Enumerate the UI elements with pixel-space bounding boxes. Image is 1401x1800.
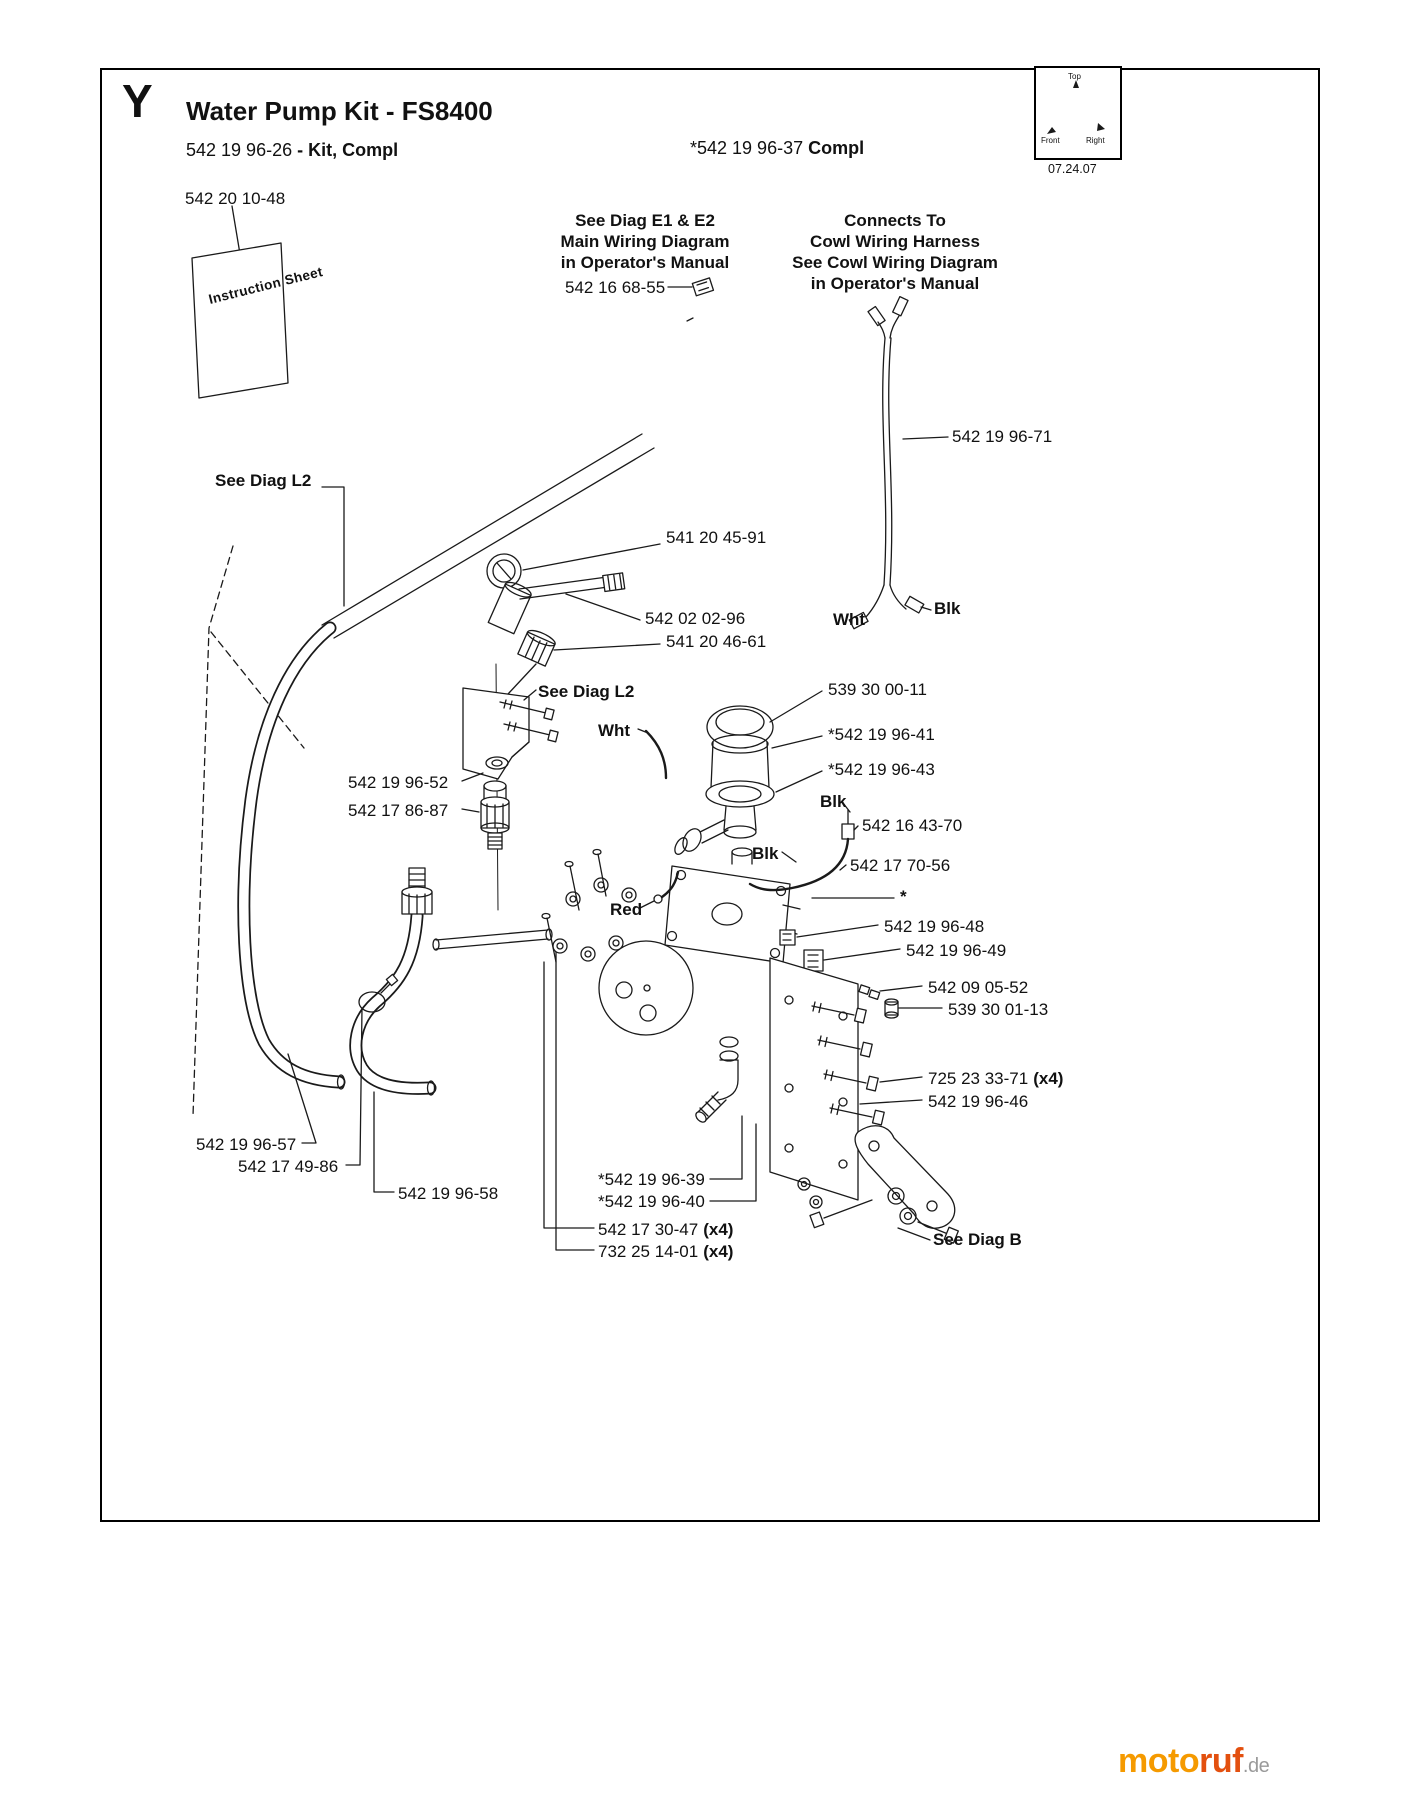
watermark-brand-a: moto [1118, 1742, 1200, 1780]
revision-date: 07.24.07 [1048, 162, 1097, 176]
watermark: motoruf.de [1118, 1742, 1270, 1781]
callout-wht-pump: Wht [598, 721, 631, 740]
callout-see-diag-l2-left: See Diag L2 [215, 471, 312, 490]
callout-red-wire: Red [610, 900, 643, 919]
strainer-assembly [674, 705, 775, 855]
wiring-note-line1: See Diag E1 & E2 [575, 211, 715, 230]
page-border [100, 68, 1320, 1522]
bolt-qty: (x4) [1033, 1069, 1064, 1088]
section-letter: Y [122, 75, 153, 127]
bolt-number: 725 23 33-71 [928, 1069, 1029, 1088]
swivel-assembly [486, 553, 626, 667]
part-label-tube-fitting: 542 02 02-96 [645, 609, 746, 628]
part-label-strainer-cap: 539 30 00-11 [828, 680, 927, 699]
connector-small-part [779, 929, 796, 946]
part-label-clip: 542 09 05-52 [928, 978, 1029, 997]
part-label-bracket: 542 19 96-52 [348, 773, 449, 792]
construction-lines [192, 545, 305, 1117]
long-hose [237, 621, 346, 1090]
compass-top-label: Top [1068, 72, 1081, 81]
watermark-tld: .de [1242, 1755, 1270, 1777]
wiring-note-line3: in Operator's Manual [560, 253, 730, 273]
kit-number: 542 19 96-26 [186, 140, 293, 160]
washer-number: 732 25 14-01 [598, 1242, 699, 1261]
kit-suffix: - Kit, Compl [297, 140, 399, 160]
part-label-strainer-top: *542 19 96-41 [828, 725, 935, 744]
cowl-note-line2: Cowl Wiring Harness [810, 232, 980, 252]
part-label-swivel: 541 20 45-91 [666, 528, 767, 547]
part-label-wiring-connector: 542 16 68-55 [565, 278, 666, 297]
mounting-plate-part [769, 957, 859, 1201]
short-hose [349, 867, 437, 1096]
callout-blk-terminal: Blk [820, 792, 847, 811]
clip-part [858, 984, 881, 1000]
callout-blk-harness: Blk [934, 599, 961, 618]
part-label-hose-coupling: 542 17 86-87 [348, 801, 449, 820]
part-label-instruction-sheet: 542 20 10-48 [185, 189, 286, 208]
part-label-washer: 732 25 14-01(x4) [598, 1241, 733, 1262]
bracket-assembly [461, 663, 559, 911]
red-wire-part [653, 870, 680, 904]
upper-tube [321, 433, 655, 695]
part-label-strainer-bowl: *542 19 96-43 [828, 760, 935, 779]
alt-kit-number: *542 19 96-37 [690, 138, 804, 158]
part-label-screw: 542 17 30-47(x4) [598, 1219, 733, 1240]
wht-wire-part [644, 729, 668, 780]
page-title: Water Pump Kit - FS8400 [186, 96, 493, 126]
elbow-fitting [695, 1036, 739, 1123]
cap-nut-part [884, 998, 899, 1019]
part-label-connector-small: 542 19 96-48 [884, 917, 985, 936]
cowl-note-line3: See Cowl Wiring Diagram [792, 253, 998, 273]
part-label-bolt: 725 23 33-71(x4) [928, 1068, 1063, 1089]
callout-blk-wire: Blk [752, 844, 779, 863]
part-label-harness: 542 19 96-71 [952, 427, 1053, 446]
part-label-hose-short: 542 19 96-58 [398, 1184, 499, 1203]
wiring-connector-icon [667, 277, 715, 322]
part-label-wire-lead: 542 17 70-56 [850, 856, 951, 875]
part-label-pump-a: *542 19 96-39 [598, 1170, 705, 1189]
part-label-terminal: 542 16 43-70 [862, 816, 963, 835]
cowl-note-line4: in Operator's Manual [810, 274, 980, 294]
part-label-asterisk: * [900, 887, 907, 906]
kit-number-line: 542 19 96-26- Kit, Compl [186, 140, 398, 161]
pump-assembly [598, 847, 801, 1036]
callout-see-diag-b: See Diag B [933, 1230, 1022, 1249]
part-label-pump-b: *542 19 96-40 [598, 1192, 705, 1211]
orientation-compass: Top Front Right [1034, 66, 1122, 160]
screw-number: 542 17 30-47 [598, 1220, 699, 1239]
part-label-hose-clamp: 542 17 49-86 [238, 1157, 339, 1176]
callout-wht-harness: Wht [833, 610, 866, 629]
plate-bolts [811, 1001, 885, 1126]
hose-clamp-part [358, 973, 399, 1013]
compass-right-label: Right [1086, 136, 1105, 145]
cowl-note-line1: Connects To [844, 211, 946, 230]
compass-front-label: Front [1041, 136, 1060, 145]
cowl-harness [848, 295, 949, 630]
washers-screws [541, 848, 637, 963]
compass-icon: Top Front Right [1041, 72, 1105, 145]
part-label-coupling-nut: 541 20 46-61 [666, 632, 767, 651]
wiring-note-line2: Main Wiring Diagram [560, 232, 730, 252]
diag-b-bracket [797, 1125, 959, 1244]
watermark-brand-b: ruf [1199, 1742, 1243, 1780]
part-label-cap-nut: 539 30 01-13 [948, 1000, 1049, 1019]
part-label-hose-long: 542 19 96-57 [196, 1135, 297, 1154]
screw-qty: (x4) [703, 1220, 734, 1239]
callout-see-diag-l2-mid: See Diag L2 [538, 682, 635, 701]
cowl-note: Connects To Cowl Wiring Harness See Cowl… [770, 210, 1020, 294]
straight-tube [432, 928, 553, 951]
wiring-note: See Diag E1 & E2 Main Wiring Diagram in … [520, 210, 770, 273]
connector-large-part [803, 949, 824, 972]
alt-kit-suffix: Compl [808, 138, 865, 158]
leader-lines [287, 486, 943, 1251]
part-label-plate: 542 19 96-46 [928, 1092, 1029, 1111]
instruction-sheet: Instruction Sheet [191, 205, 324, 399]
wire-lead-part [748, 809, 895, 899]
washer-qty: (x4) [703, 1242, 734, 1261]
part-label-connector-large: 542 19 96-49 [906, 941, 1007, 960]
